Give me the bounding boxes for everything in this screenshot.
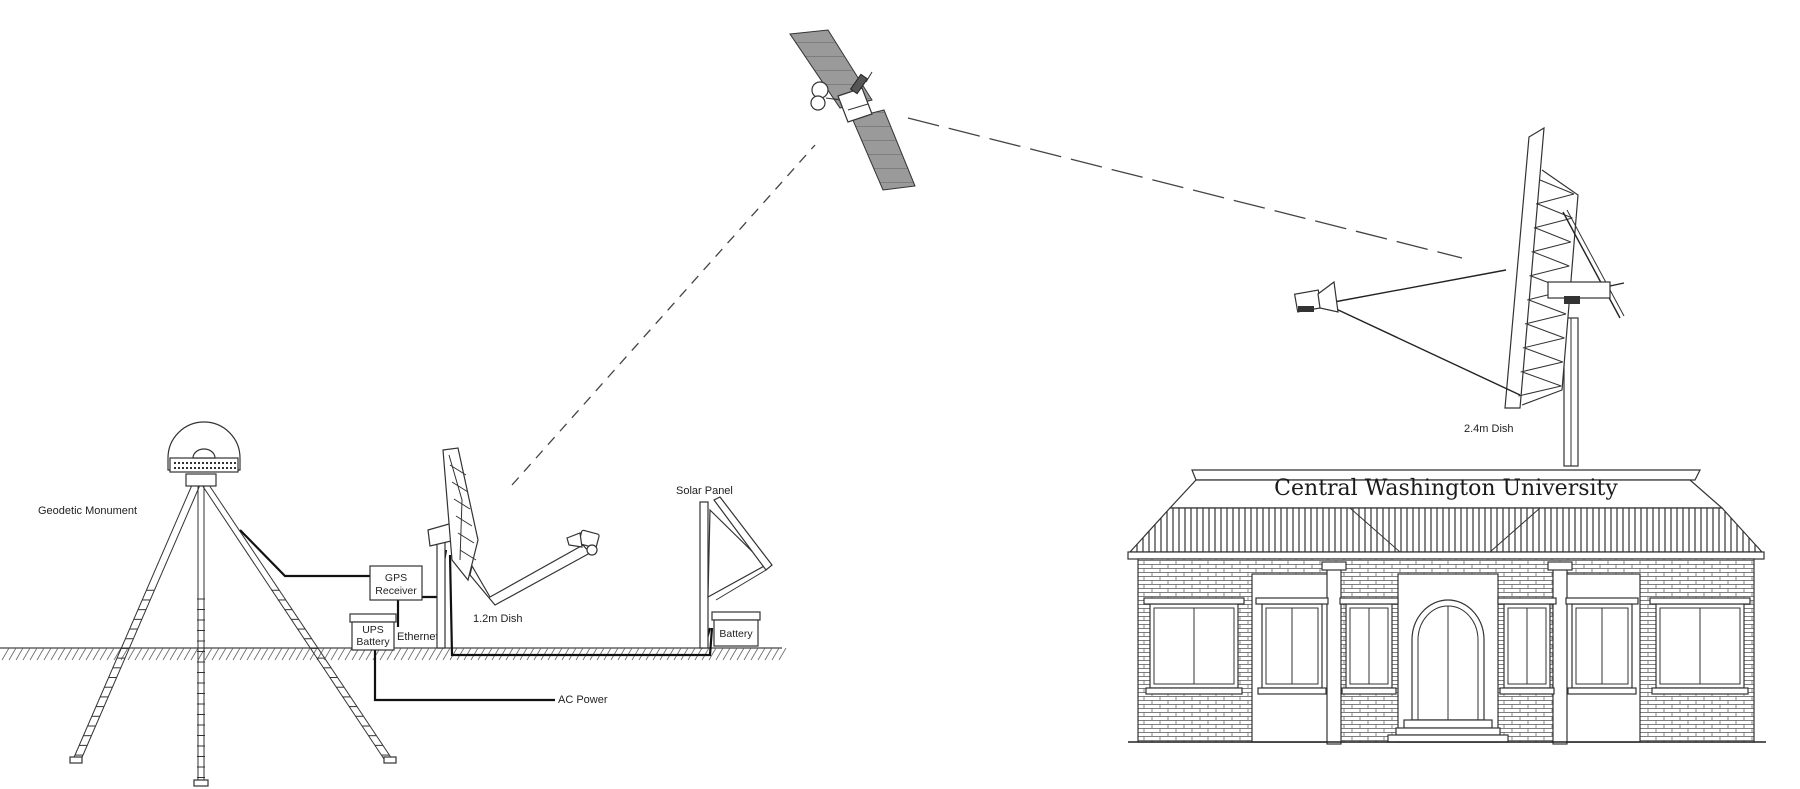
solar-panel: [699, 496, 773, 649]
signal-links: [511, 117, 1463, 486]
satellite: [789, 29, 916, 191]
label-ethernet: Ethernet: [397, 631, 439, 643]
large-dish-feed-icon: [1293, 280, 1339, 313]
geodetic-monument: [69, 421, 397, 787]
small-dish: [427, 447, 600, 649]
label-dish-large: 2.4m Dish: [1464, 423, 1514, 435]
label-dish-small: 1.2m Dish: [473, 613, 523, 625]
large-dish: [1293, 126, 1625, 467]
ups-battery: UPS Battery: [349, 613, 397, 651]
gps-antenna-icon: [167, 421, 241, 473]
satellite-body-icon: [810, 71, 873, 123]
label-solar-panel: Solar Panel: [676, 485, 733, 497]
building-sign: Central Washington University: [1274, 476, 1618, 501]
battery: Battery: [711, 611, 761, 647]
university-building: Central Washington University: [1127, 469, 1766, 745]
svg-text:Battery: Battery: [719, 628, 753, 640]
door-icon: [1387, 599, 1509, 743]
svg-text:UPS: UPS: [362, 624, 384, 636]
small-dish-feed-icon: [566, 529, 600, 556]
svg-text:GPS: GPS: [385, 572, 407, 584]
gps-receiver: GPS Receiver: [369, 565, 423, 601]
svg-text:Receiver: Receiver: [375, 585, 417, 597]
label-geodetic-monument: Geodetic Monument: [38, 505, 137, 517]
svg-text:Battery: Battery: [356, 636, 390, 648]
label-ac-power: AC Power: [558, 694, 608, 706]
